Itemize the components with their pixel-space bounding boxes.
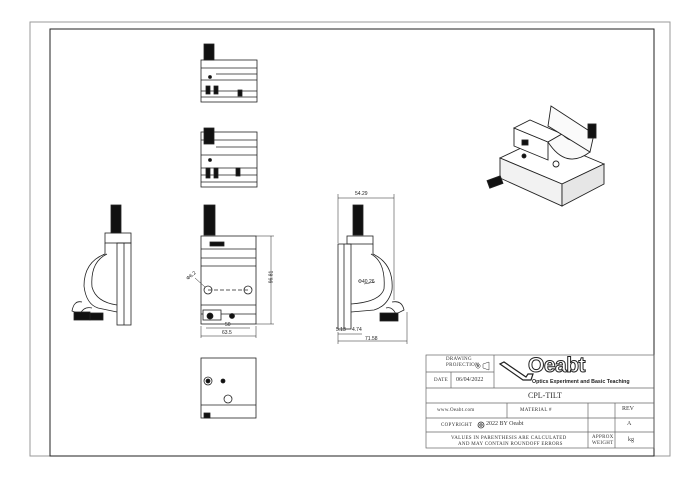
date-label: DATE [434, 378, 448, 383]
bottom-view [200, 357, 257, 419]
material-label: MATERIAL # [520, 408, 552, 413]
dim-side-arc: Φ40.26 [358, 279, 375, 285]
rev-label: REV [622, 406, 634, 412]
dim-side-bottom-b: 4.74 [352, 327, 362, 333]
rev-value: A [627, 421, 632, 427]
outer-border [29, 21, 671, 457]
inner-border [49, 28, 655, 457]
dim-side-total-width: 71.58 [365, 336, 378, 342]
dim-side-bottom-a: 5.13 [336, 327, 346, 333]
left-side-view [71, 204, 132, 326]
logo-tagline: Optics Experiment and Basic Teaching [532, 379, 630, 385]
weight-unit: kg [628, 437, 634, 443]
logo-text: Oeabt [527, 354, 586, 378]
website: www.Oeabt.com [437, 408, 475, 413]
part-name: CPL-TILT [528, 391, 562, 400]
isometric-view [486, 105, 606, 207]
dim-side-top-width: 54.29 [355, 191, 368, 197]
title-block [425, 354, 655, 449]
copyright-icon [477, 421, 485, 429]
right-side-view [337, 194, 408, 344]
approx-weight-label: APPROX WEIGHT [592, 435, 614, 446]
dim-front-inner-width: 50 [225, 322, 231, 328]
projection-symbol [475, 361, 490, 371]
dim-front-outer-width: 63.5 [222, 330, 232, 336]
note-line-1: VALUES IN PARENTHESIS ARE CALCULATED [451, 436, 567, 441]
top-view-2 [200, 127, 258, 188]
date-value: 06/04/2022 [456, 377, 484, 383]
top-view-1 [200, 43, 258, 103]
front-view [194, 204, 274, 338]
copyright-label: COPYRIGHT [441, 423, 473, 428]
logo-mark [498, 361, 534, 381]
copyright-value: 2022 BY Oeabt [486, 421, 524, 427]
note-line-2: AND MAY CONTAIN ROUNDOFF ERRORS [458, 442, 563, 447]
dim-front-height: 96.81 [268, 270, 275, 284]
drawing-projection-label: DRAWING PROJECTION [446, 357, 480, 368]
